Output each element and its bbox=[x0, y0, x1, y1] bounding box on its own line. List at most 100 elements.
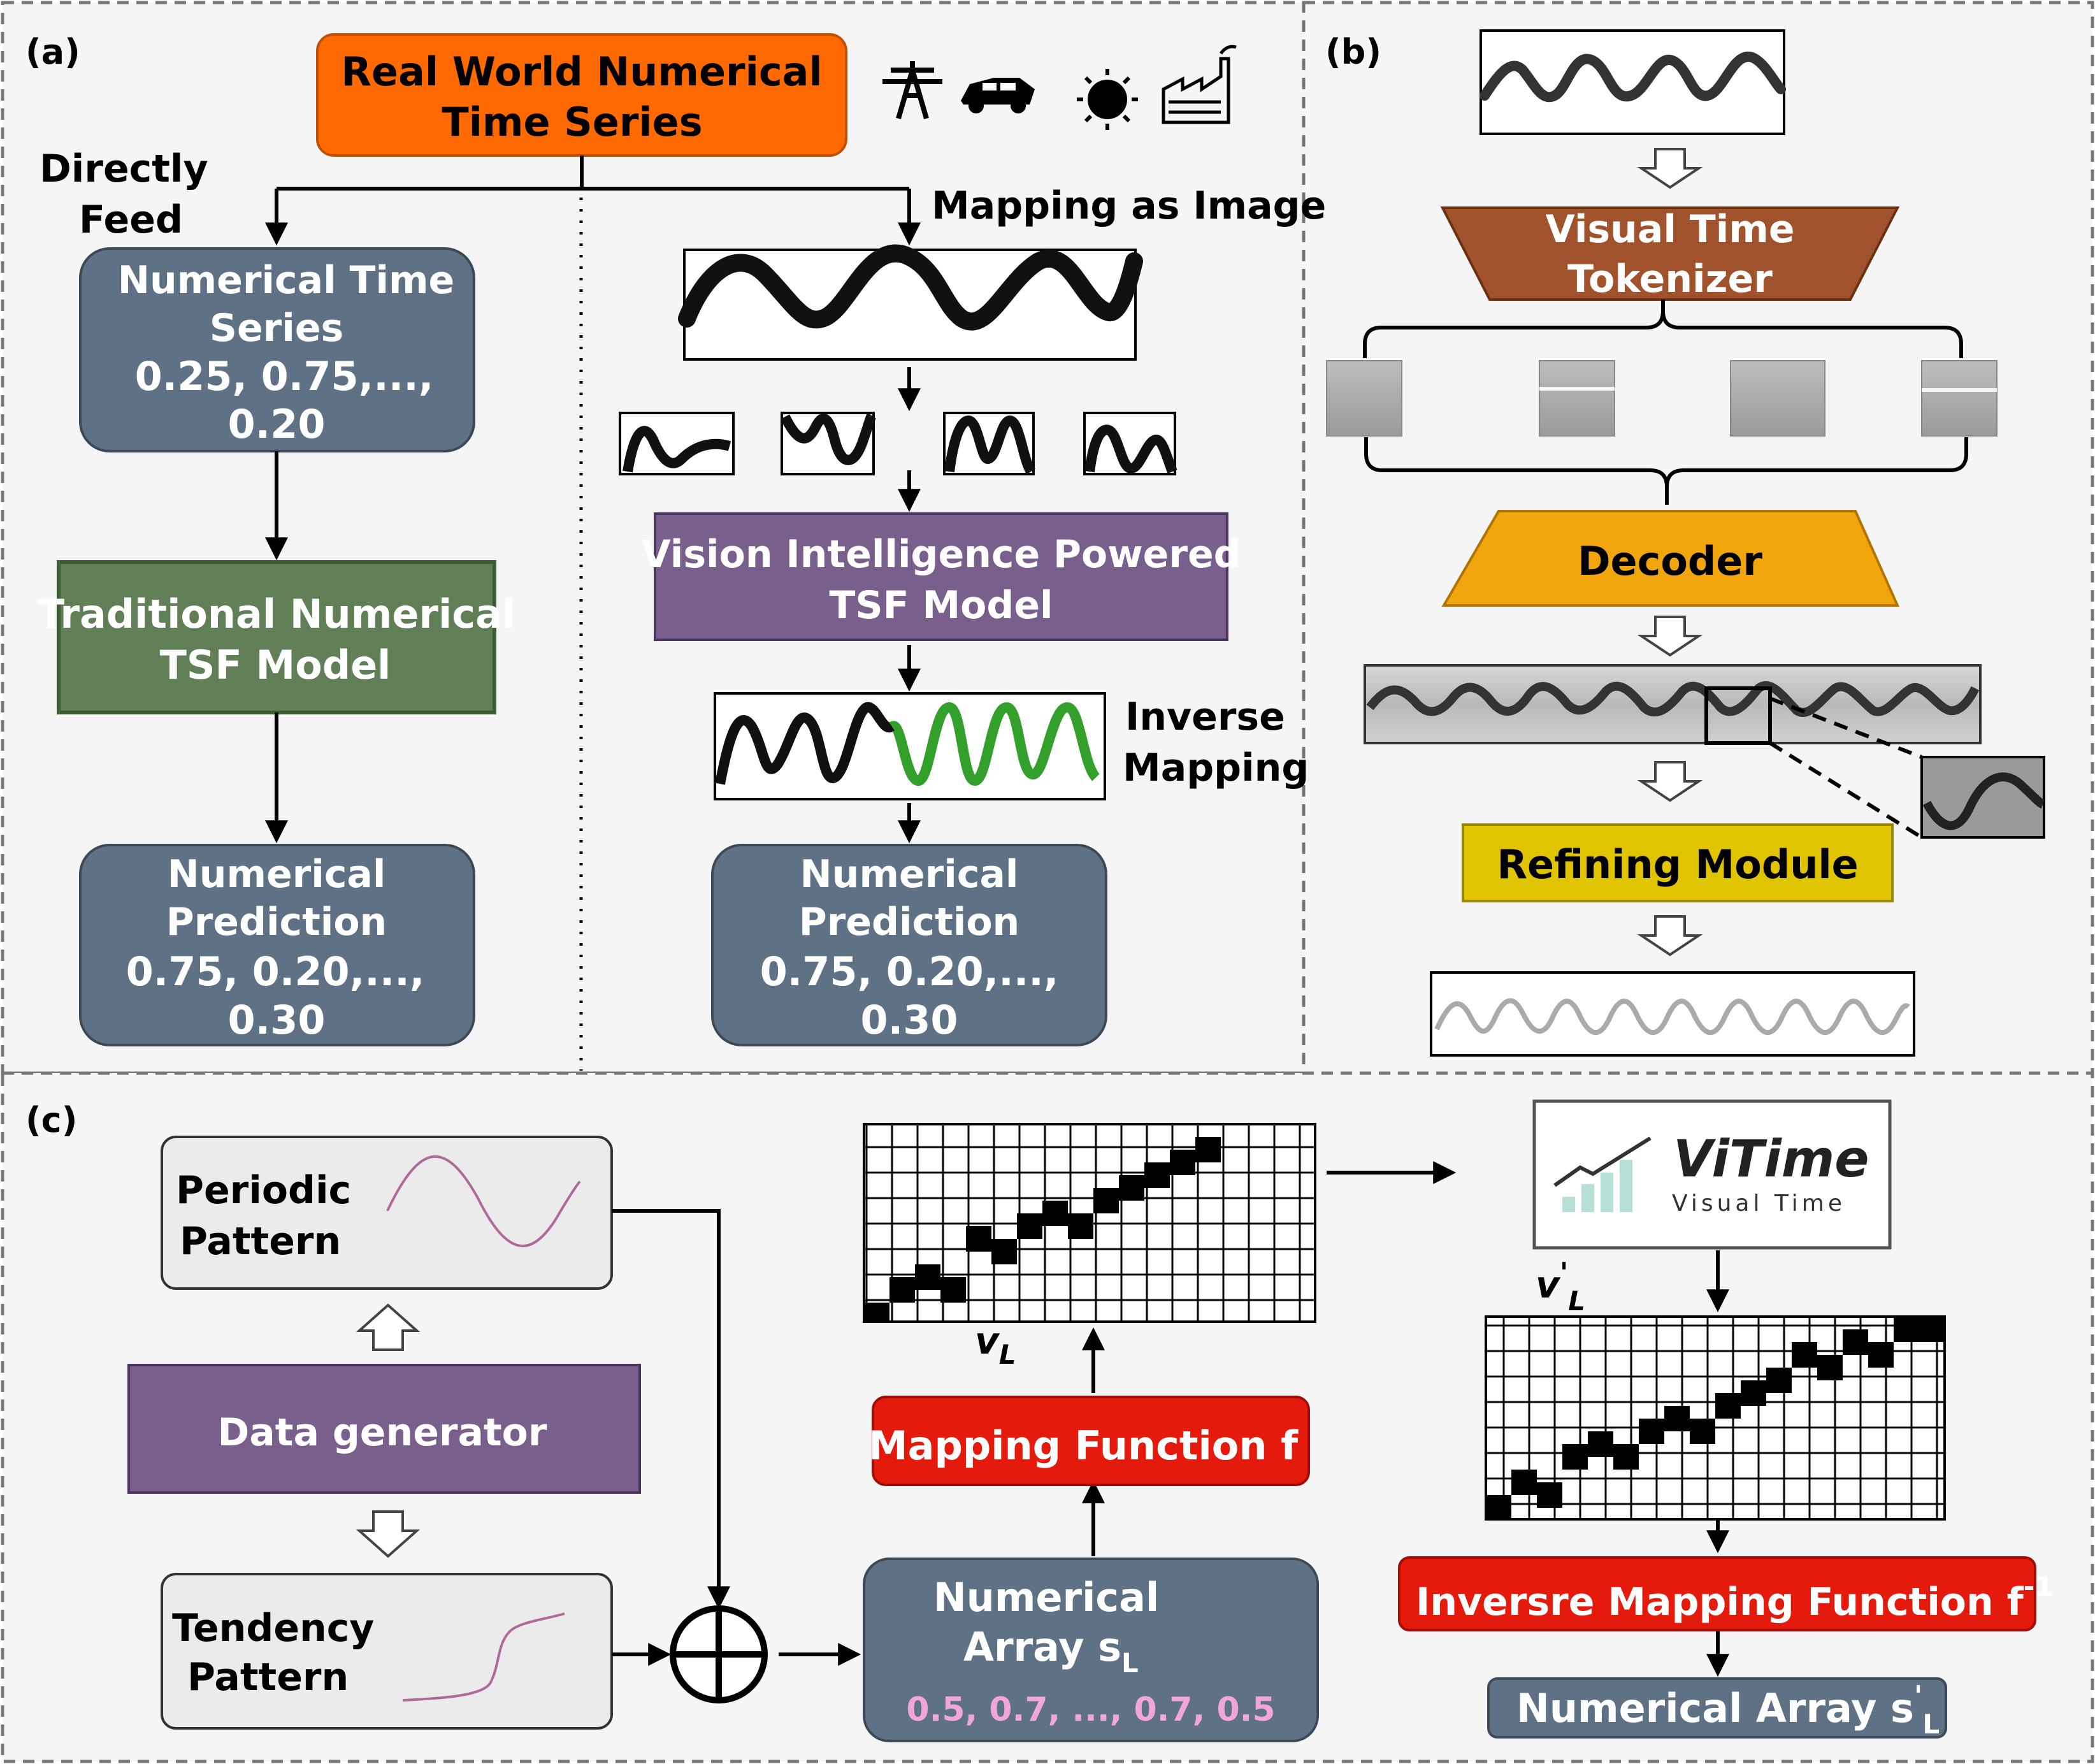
v-subscript: L bbox=[999, 1339, 1016, 1370]
zoomed-signal bbox=[1922, 772, 2045, 830]
periodic-curve bbox=[386, 1155, 581, 1248]
sum-operator-icon bbox=[670, 1605, 768, 1703]
mapping-function-box bbox=[872, 1396, 1310, 1486]
inverse-function-box bbox=[1398, 1556, 2036, 1631]
source-title-line-2: Time Series bbox=[442, 99, 702, 145]
periodic-to-sum-arrow bbox=[612, 1209, 730, 1610]
patch-curve bbox=[1084, 424, 1177, 474]
prediction-left-values-1: 0.75, 0.20,..., bbox=[126, 948, 425, 995]
numerical-array-line-1: Numerical bbox=[933, 1574, 1159, 1621]
decoder-label: Decoder bbox=[1578, 538, 1762, 584]
traditional-model-line-2: TSF Model bbox=[160, 642, 391, 688]
prediction-left-values-2: 0.30 bbox=[228, 997, 326, 1043]
panel-b: (b) Visual Time Tokenizer Decoder Re bbox=[1325, 29, 2045, 1057]
panel-c: (c) Periodic Pattern Data generator Tend… bbox=[25, 1099, 2053, 1742]
traditional-model-line-1: Traditional Numerical bbox=[38, 591, 515, 637]
v-prime-mark: ' bbox=[1560, 1257, 1568, 1289]
numerical-ts-line-1: Numerical Time bbox=[118, 258, 455, 303]
refined-signal bbox=[1434, 998, 1910, 1035]
prediction-left-line-2: Prediction bbox=[166, 900, 387, 944]
refining-box bbox=[1462, 823, 1894, 902]
tendency-line-2: Pattern bbox=[187, 1655, 349, 1700]
vision-model-box bbox=[654, 512, 1228, 641]
decoded-signal bbox=[1366, 681, 1980, 717]
panel-a: (a) Real World Numerical Time Series Dir… bbox=[25, 32, 1326, 1046]
tokenizer-line-2: Tokenizer bbox=[1567, 257, 1773, 301]
numerical-ts-values-2: 0.20 bbox=[228, 401, 326, 447]
visual-token bbox=[1921, 360, 1998, 437]
vitime-logo-title: ViTime bbox=[1673, 1129, 1869, 1189]
token-merge-brace bbox=[1364, 437, 1968, 505]
source-split-connector bbox=[265, 155, 921, 246]
token-split-brace bbox=[1363, 300, 1963, 358]
grid-vl-cells bbox=[864, 1137, 1221, 1322]
array-subscript: L bbox=[1121, 1647, 1139, 1679]
patch-curve bbox=[944, 415, 1036, 475]
inverse-function-text: Inversre Mapping Function f bbox=[1416, 1580, 2024, 1624]
v-prime-subscript: L bbox=[1568, 1285, 1585, 1317]
hollow-arrow-down bbox=[1637, 761, 1703, 802]
periodic-pattern-box bbox=[161, 1136, 613, 1290]
patch-curve bbox=[780, 412, 877, 465]
prediction-left-box bbox=[79, 844, 475, 1046]
v-prime-symbol: v bbox=[1536, 1263, 1561, 1306]
prediction-right-line-2: Prediction bbox=[799, 900, 1020, 944]
vision-model-line-1: Vision Intelligence Powered bbox=[641, 532, 1241, 577]
visual-token bbox=[1730, 360, 1825, 437]
numerical-ts-values-1: 0.25, 0.75,..., bbox=[135, 353, 434, 400]
forecast-image bbox=[714, 692, 1106, 800]
hollow-arrow-down bbox=[1637, 915, 1703, 957]
periodic-line-1: Periodic bbox=[176, 1168, 351, 1213]
tokenizer-trapezoid bbox=[1440, 206, 1900, 301]
image-patches bbox=[619, 412, 1177, 475]
array-symbol: Array s bbox=[963, 1624, 1121, 1670]
array-values: 0.5, 0.7, ..., 0.7, 0.5 bbox=[906, 1691, 1275, 1729]
v-prime-label: v'L bbox=[1536, 1257, 1585, 1317]
mapping-as-image-label: Mapping as Image bbox=[932, 184, 1326, 228]
prediction-right-line-1: Numerical bbox=[800, 852, 1019, 897]
decoded-image bbox=[1364, 664, 1982, 744]
prediction-right-box bbox=[711, 844, 1107, 1046]
visual-token bbox=[1326, 360, 1402, 437]
vitime-logo-icon bbox=[1553, 1136, 1652, 1212]
refined-image bbox=[1430, 971, 1915, 1057]
tokenizer-line-1: Visual Time bbox=[1545, 207, 1794, 252]
numerical-array-box bbox=[863, 1558, 1319, 1742]
decoder-trapezoid bbox=[1441, 510, 1900, 607]
grid-vprime-cells bbox=[1486, 1317, 1945, 1519]
sun-icon bbox=[1077, 69, 1138, 130]
hollow-arrow-down bbox=[1637, 616, 1703, 657]
numerical-array-line-2: Array sL bbox=[963, 1624, 1139, 1679]
power-tower-icon bbox=[882, 61, 942, 120]
zoom-line bbox=[1769, 741, 1923, 839]
input-series-signal bbox=[1479, 52, 1786, 103]
result-array-label: Numerical Array s'L bbox=[1516, 1680, 1940, 1740]
data-generator-label: Data generator bbox=[218, 1410, 547, 1455]
prediction-right-values-2: 0.30 bbox=[861, 997, 958, 1043]
visual-tokens bbox=[1326, 360, 1998, 437]
hollow-arrow-down bbox=[1637, 148, 1703, 189]
tendency-pattern-box bbox=[161, 1573, 613, 1730]
vision-model-line-2: TSF Model bbox=[829, 583, 1053, 628]
hollow-arrow-down bbox=[356, 1510, 421, 1558]
zoom-box bbox=[1704, 686, 1772, 745]
panel-a-label: (a) bbox=[25, 32, 80, 72]
visual-token bbox=[1539, 360, 1615, 437]
inverse-function-label: Inversre Mapping Function f-1 bbox=[1416, 1571, 2053, 1624]
tendency-curve bbox=[402, 1612, 565, 1702]
result-array-prime: ' bbox=[1914, 1680, 1922, 1712]
factory-icon bbox=[1162, 45, 1237, 124]
mapping-function-label: Mapping Function f bbox=[868, 1422, 1299, 1469]
mapped-image-signal bbox=[678, 244, 1143, 331]
traditional-model-box bbox=[57, 560, 496, 714]
prediction-right-values-1: 0.75, 0.20,..., bbox=[760, 948, 1059, 995]
panel-c-label: (c) bbox=[25, 1100, 77, 1140]
periodic-line-2: Pattern bbox=[180, 1219, 341, 1264]
forecast-history-signal bbox=[715, 702, 895, 785]
data-generator-box bbox=[127, 1364, 641, 1494]
tendency-line-1: Tendency bbox=[172, 1606, 374, 1651]
result-array-text: Numerical Array s bbox=[1516, 1685, 1914, 1731]
binary-grid-vprime bbox=[1485, 1315, 1946, 1521]
v-symbol: v bbox=[975, 1319, 1000, 1363]
